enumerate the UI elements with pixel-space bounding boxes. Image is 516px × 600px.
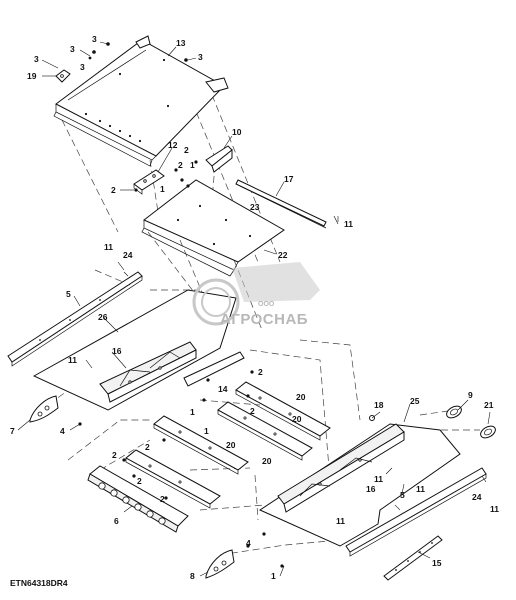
callout-24: 24 <box>123 250 133 260</box>
watermark-prefix: ООО <box>258 301 275 308</box>
callout-3: 3 <box>34 54 39 64</box>
callout-3: 3 <box>80 62 85 72</box>
callout-14: 14 <box>218 384 228 394</box>
part-21-plug <box>480 425 496 439</box>
callout-leaders <box>17 41 491 577</box>
callout-3: 3 <box>70 44 75 54</box>
part-20-channel-a <box>235 381 331 441</box>
callout-numbers: 3 3 3 3 13 3 19 10 12 2 2 1 2 1 17 23 11… <box>10 34 499 581</box>
callout-5: 5 <box>400 490 405 500</box>
part-6-perforated-plate <box>87 465 189 533</box>
part-20-channel-c <box>153 415 249 475</box>
callout-2: 2 <box>258 367 263 377</box>
callout-18: 18 <box>374 400 384 410</box>
part-26-base-panel <box>32 289 237 411</box>
callout-24: 24 <box>472 492 482 502</box>
callout-22: 22 <box>278 250 288 260</box>
callout-1: 1 <box>160 184 165 194</box>
callout-2: 2 <box>111 185 116 195</box>
small-pins <box>85 215 487 483</box>
callout-20: 20 <box>296 392 306 402</box>
part-8-bottom-shield <box>205 549 235 579</box>
part-5-left-angle <box>7 271 143 367</box>
watermark-company: АГРОСНАБ <box>220 311 308 328</box>
part-16-right-frame <box>277 423 405 513</box>
callout-11: 11 <box>490 504 499 514</box>
part-13-top-cover <box>53 35 229 167</box>
callout-23: 23 <box>250 202 260 212</box>
callout-20: 20 <box>262 456 272 466</box>
callout-15: 15 <box>432 558 442 568</box>
part-23-middle-panel <box>141 179 285 277</box>
cover-holes <box>84 58 170 143</box>
part-19-bracket <box>55 69 71 83</box>
callout-16: 16 <box>112 346 122 356</box>
callout-26: 26 <box>98 312 108 322</box>
callout-11: 11 <box>104 242 113 252</box>
part-15-slotted-strip <box>383 535 443 581</box>
part-5-right-angle <box>345 467 487 557</box>
company-watermark: ООО АГРОСНАБ <box>192 262 320 328</box>
callout-2: 2 <box>145 442 150 452</box>
callout-5: 5 <box>66 289 71 299</box>
callout-2: 2 <box>250 406 255 416</box>
part-25-right-base-panel <box>258 423 461 547</box>
part-20-channel-d <box>125 449 221 509</box>
callout-2: 2 <box>178 160 183 170</box>
part-16-left-frame <box>99 341 245 403</box>
callout-3: 3 <box>92 34 97 44</box>
callout-2: 2 <box>184 145 189 155</box>
callout-2: 2 <box>137 476 142 486</box>
part-10-angle-bracket <box>205 145 233 173</box>
part-17-strip <box>235 179 327 229</box>
callout-11: 11 <box>344 219 353 229</box>
callout-3: 3 <box>198 52 203 62</box>
callout-1: 1 <box>190 407 195 417</box>
diagram-id: ETN64318DR4 <box>10 578 68 588</box>
callout-16: 16 <box>366 484 376 494</box>
callout-17: 17 <box>284 174 294 184</box>
callout-8: 8 <box>190 571 195 581</box>
callout-21: 21 <box>484 400 494 410</box>
callout-6: 6 <box>114 516 119 526</box>
callout-19: 19 <box>27 71 37 81</box>
callout-20: 20 <box>292 414 302 424</box>
callout-12: 12 <box>168 140 178 150</box>
callout-25: 25 <box>410 396 420 406</box>
part-9-plug <box>446 405 462 419</box>
callout-4: 4 <box>246 538 251 548</box>
callout-13: 13 <box>176 38 186 48</box>
part-20-channel-b <box>217 401 313 461</box>
callout-1: 1 <box>271 571 276 581</box>
callout-1: 1 <box>204 426 209 436</box>
part-12-small-plate <box>133 169 165 195</box>
callout-11: 11 <box>374 474 383 484</box>
callout-11: 11 <box>336 516 345 526</box>
callout-2: 2 <box>160 494 165 504</box>
callout-11: 11 <box>416 484 425 494</box>
callout-2: 2 <box>112 450 117 460</box>
callout-9: 9 <box>468 390 473 400</box>
callout-4: 4 <box>60 426 65 436</box>
callout-7: 7 <box>10 426 15 436</box>
callout-10: 10 <box>232 127 242 137</box>
callout-11: 11 <box>68 355 77 365</box>
part-7-left-shield <box>29 395 59 423</box>
fasteners <box>78 42 284 568</box>
callout-20: 20 <box>226 440 236 450</box>
callout-1: 1 <box>190 160 195 170</box>
